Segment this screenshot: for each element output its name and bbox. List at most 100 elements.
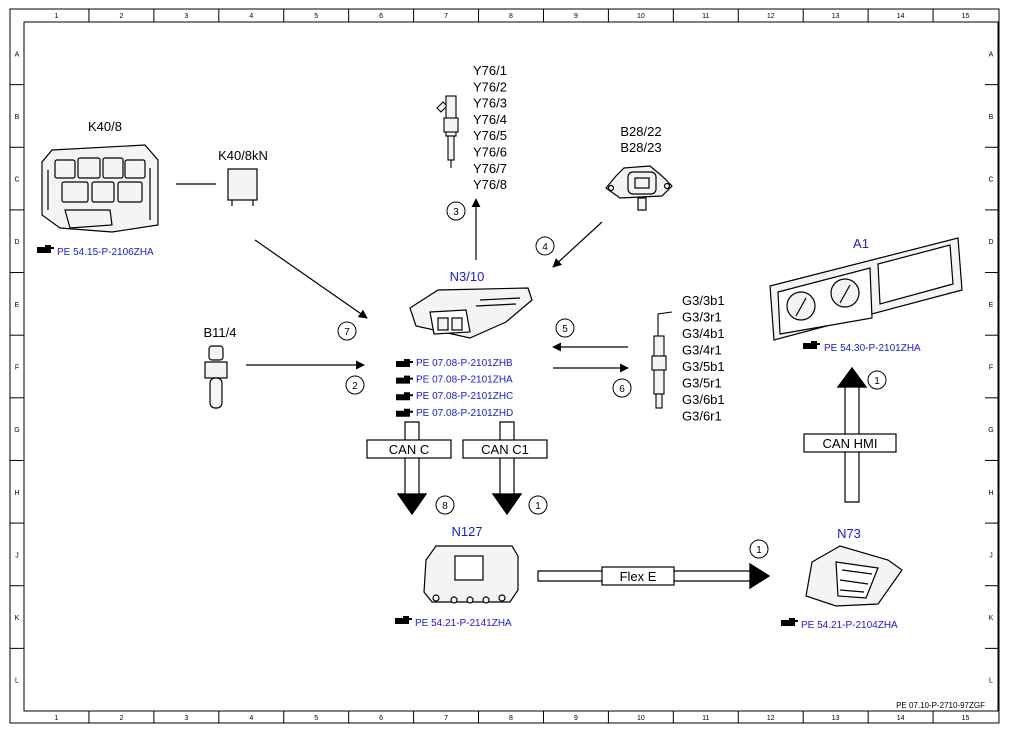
n3-10-ref: PE 07.08-P-2101ZHC <box>416 391 513 402</box>
g3-label: G3/3r1 <box>682 310 722 325</box>
grid-column-label: 13 <box>832 13 840 20</box>
k40-8-component: K40/8 PE 54.15-P-2106ZHA <box>37 119 159 258</box>
can-c-arrow <box>366 421 452 516</box>
grid-row-label: F <box>989 365 993 372</box>
grid-row-label: G <box>988 427 993 434</box>
y76-label: Y76/3 <box>473 96 507 111</box>
b28-label: B28/23 <box>620 140 661 155</box>
grid-row-label: K <box>15 615 20 622</box>
k40-8kn-label: K40/8kN <box>218 148 268 163</box>
g3-label: G3/5r1 <box>682 376 722 391</box>
b11-4-component: B11/4 <box>203 325 365 409</box>
flow-arrows <box>254 221 629 373</box>
pressure-sensor-icon <box>605 165 673 211</box>
k40-8-ref: PE 54.15-P-2106ZHA <box>57 247 154 258</box>
instrument-cluster-icon <box>769 237 963 341</box>
grid-row-label: C <box>14 177 19 184</box>
marker-6: 6 <box>619 384 625 395</box>
marker-7: 7 <box>344 327 350 338</box>
grid-row-label: E <box>15 302 20 309</box>
g3-label: G3/4b1 <box>682 326 725 341</box>
n73-label: N73 <box>837 526 861 541</box>
k40-8-label: K40/8 <box>88 119 122 134</box>
g3-label: G3/6r1 <box>682 409 722 424</box>
marker-circles <box>337 201 887 559</box>
pointing-hand-icon <box>396 359 413 367</box>
n3-10-ref: PE 07.08-P-2101ZHB <box>416 358 513 369</box>
injector-icon <box>436 95 459 168</box>
y76-label: Y76/1 <box>473 63 507 78</box>
g3-label: G3/3b1 <box>682 293 725 308</box>
grid-column-label: 8 <box>509 13 513 20</box>
grid-column-label: 14 <box>897 13 905 20</box>
grid-column-label: 3 <box>184 715 188 722</box>
marker-8: 8 <box>442 501 448 512</box>
grid-row-label: B <box>15 114 20 121</box>
n127-label: N127 <box>451 524 482 539</box>
flex-e-arrow <box>537 562 771 590</box>
grid-column-label: 12 <box>767 13 775 20</box>
marker-3: 3 <box>453 207 459 218</box>
n127-ref: PE 54.21-P-2141ZHA <box>415 618 512 629</box>
grid-column-label: 6 <box>379 715 383 722</box>
grid-column-label: 12 <box>767 715 775 722</box>
grid-row-label: H <box>14 490 19 497</box>
flex-e-label: Flex E <box>620 569 657 584</box>
grid-row-label: L <box>15 678 19 685</box>
grid-row-label: J <box>15 552 19 559</box>
grid-column-label: 11 <box>702 13 709 20</box>
n73-component: N73 PE 54.21-P-2104ZHA <box>781 526 903 631</box>
marker-5: 5 <box>562 324 568 335</box>
grid-column-label: 4 <box>249 715 253 722</box>
control-unit-icon <box>409 287 533 339</box>
can-hmi-label: CAN HMI <box>823 436 878 451</box>
marker-numbers: 3 4 7 5 2 6 8 1 1 1 <box>344 207 880 556</box>
grid-row-label: D <box>14 239 19 246</box>
grid-column-label: 14 <box>897 715 905 722</box>
grid-row-label: A <box>15 51 20 58</box>
y76-label: Y76/6 <box>473 145 507 160</box>
grid-row-label: J <box>989 552 993 559</box>
grid-row-label: L <box>989 678 993 685</box>
control-module-icon <box>423 545 519 604</box>
grid-column-label: 3 <box>184 13 188 20</box>
grid-row-label: F <box>15 365 19 372</box>
can-c1-label: CAN C1 <box>481 442 529 457</box>
grid-column-label: 7 <box>444 13 448 20</box>
marker-4: 4 <box>542 242 548 253</box>
grid-row-label: A <box>989 51 994 58</box>
y76-label: Y76/2 <box>473 79 507 94</box>
grid-row-label: C <box>988 177 993 184</box>
y76-label: Y76/7 <box>473 161 507 176</box>
grid-row-label: D <box>988 239 993 246</box>
grid-row-label: H <box>988 490 993 497</box>
grid-column-label: 2 <box>119 13 123 20</box>
grid-column-label: 1 <box>55 13 59 20</box>
grid-labels: 1122334455667788991010111112121313141415… <box>14 13 993 722</box>
pointing-hand-icon <box>396 392 413 401</box>
g3-label: G3/5b1 <box>682 359 725 374</box>
marker-1: 1 <box>756 545 762 556</box>
grid-column-label: 4 <box>249 13 253 20</box>
fuse-box-icon <box>41 144 159 233</box>
k40-8kn-component: K40/8kN <box>176 148 268 206</box>
pointing-hand-icon <box>396 375 413 384</box>
pointing-hand-icon <box>37 245 54 253</box>
pointing-hand-icon <box>803 341 820 349</box>
grid-column-label: 8 <box>509 715 513 722</box>
can-hmi-arrow <box>803 366 897 503</box>
grid-row-label: E <box>989 302 994 309</box>
g3-label: G3/4r1 <box>682 343 722 358</box>
grid-row-label: G <box>14 427 19 434</box>
grid-column-label: 10 <box>637 13 645 20</box>
b11-4-label: B11/4 <box>203 325 236 340</box>
grid-column-label: 11 <box>702 715 709 722</box>
grid-row-label: K <box>989 615 994 622</box>
grid-column-label: 6 <box>379 13 383 20</box>
drawing-frame <box>9 8 1000 724</box>
a1-ref: PE 54.30-P-2101ZHA <box>824 343 921 354</box>
